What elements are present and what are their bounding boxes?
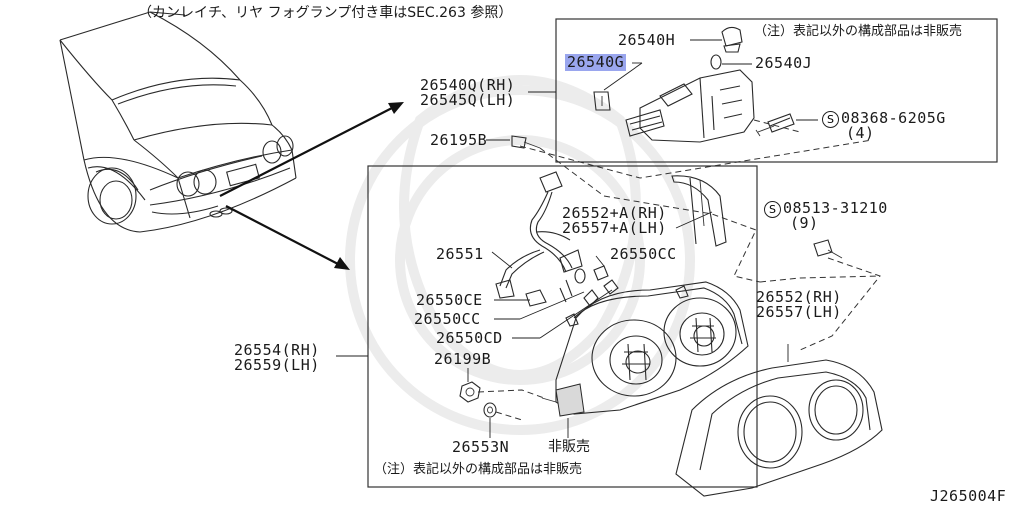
main-leaders [336, 147, 881, 438]
label-08513-31210[interactable]: 08513-31210 [783, 199, 888, 217]
label-26557a-lh[interactable]: 26557+A(LH) [562, 219, 667, 237]
screw-08513 [813, 239, 843, 259]
fog-lamp-assembly [593, 26, 795, 143]
note-not-sold-top: （注）表記以外の構成部品は非販売 [754, 24, 963, 39]
label-26550cc-b[interactable]: 26550CC [414, 310, 481, 328]
fog-lamp-leaders [519, 39, 873, 179]
label-26551[interactable]: 26551 [436, 245, 484, 263]
pointer-arrows [219, 102, 404, 270]
label-26550ce[interactable]: 26550CE [416, 291, 483, 309]
label-08368-6205g[interactable]: 08368-6205G [841, 109, 946, 127]
label-26550cd[interactable]: 26550CD [436, 329, 503, 347]
label-26199b[interactable]: 26199B [434, 350, 492, 368]
watermark-emblem [345, 75, 695, 435]
label-26554-rh[interactable]: 26554(RH) [234, 341, 320, 359]
label-08513-qty: (9) [790, 214, 819, 232]
bolt-26195b [486, 135, 541, 149]
label-26552a-rh[interactable]: 26552+A(RH) [562, 204, 667, 222]
label-26540g-highlighted[interactable]: 26540G [565, 53, 627, 71]
wiring-harness [495, 171, 609, 307]
washer-26553n [483, 402, 497, 418]
label-26540h[interactable]: 26540H [618, 31, 676, 49]
bulbs [583, 279, 619, 307]
label-not-sold: 非販売 [548, 439, 590, 455]
label-26550cc-a[interactable]: 26550CC [610, 245, 677, 263]
nut-26199b [459, 381, 481, 403]
label-26552-rh[interactable]: 26552(RH) [756, 288, 842, 306]
note-not-sold-bottom: （注）表記以外の構成部品は非販売 [374, 462, 583, 477]
outer-lens [675, 344, 883, 497]
label-26545q-lh[interactable]: 26545Q(LH) [420, 91, 516, 109]
car-illustration [59, 11, 297, 233]
label-26559-lh[interactable]: 26559(LH) [234, 356, 320, 374]
tail-lamp-group-box [367, 165, 758, 488]
side-marker [671, 175, 727, 247]
screw-symbol-icon-2: S [764, 201, 781, 218]
lamp-housing [541, 281, 749, 417]
fog-lamp-group-box [555, 18, 998, 163]
label-26540q-rh[interactable]: 26540Q(RH) [420, 76, 516, 94]
diagram-id: J265004F [930, 487, 1007, 505]
label-26553n[interactable]: 26553N [452, 438, 510, 456]
label-26195b[interactable]: 26195B [430, 131, 488, 149]
label-26540j[interactable]: 26540J [755, 54, 813, 72]
label-08368-qty: (4) [846, 124, 875, 142]
header-note: （カンレイチ、リヤ フォグランプ付き車はSEC.263 参照） [138, 5, 513, 21]
label-26557-lh[interactable]: 26557(LH) [756, 303, 842, 321]
screw-symbol-icon: S [822, 111, 839, 128]
